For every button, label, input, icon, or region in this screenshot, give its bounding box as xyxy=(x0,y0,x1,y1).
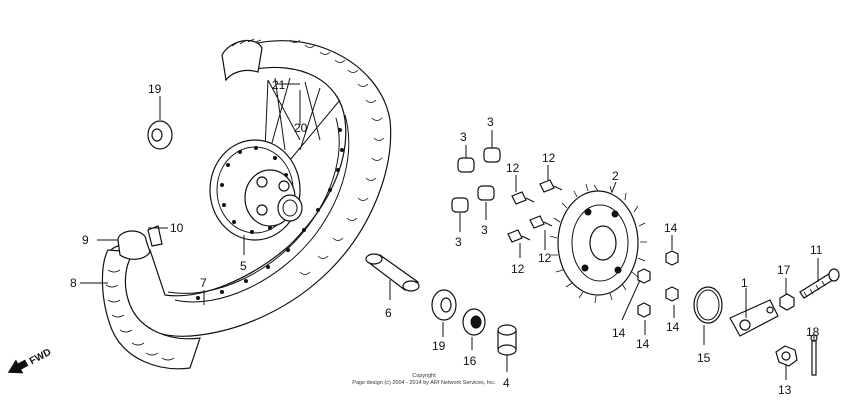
part-labels: 19 21 20 9 10 8 7 5 6 19 16 4 3 3 3 3 12… xyxy=(70,78,823,397)
label-12-a[interactable]: 12 xyxy=(506,161,520,175)
label-10[interactable]: 10 xyxy=(170,221,184,235)
label-12-b[interactable]: 12 xyxy=(542,151,556,165)
label-3-b[interactable]: 3 xyxy=(487,115,494,129)
label-14-a[interactable]: 14 xyxy=(664,221,678,235)
label-12-c[interactable]: 12 xyxy=(511,262,525,276)
adjusting-bolt xyxy=(799,268,840,299)
copyright-line-1: Copyright xyxy=(412,373,436,379)
label-1[interactable]: 1 xyxy=(741,276,748,290)
fwd-arrow: FWD xyxy=(7,347,53,374)
label-6[interactable]: 6 xyxy=(385,306,392,320)
label-4[interactable]: 4 xyxy=(503,376,510,390)
snap-ring xyxy=(693,286,723,324)
label-8[interactable]: 8 xyxy=(70,276,77,290)
label-16[interactable]: 16 xyxy=(463,354,477,368)
bearing-lower xyxy=(431,289,457,321)
nuts xyxy=(637,250,679,318)
label-9[interactable]: 9 xyxy=(82,233,89,247)
bearing-top xyxy=(147,120,173,150)
leader-lines xyxy=(80,83,819,380)
label-14-c[interactable]: 14 xyxy=(666,320,680,334)
label-13[interactable]: 13 xyxy=(778,383,792,397)
oil-seal xyxy=(462,308,486,336)
label-14-d[interactable]: 14 xyxy=(636,337,650,351)
valve-parts xyxy=(117,225,163,260)
label-12-d[interactable]: 12 xyxy=(538,251,552,265)
chain-adjuster xyxy=(729,299,779,337)
driven-sprocket xyxy=(549,183,647,304)
copyright-notice: Copyright Page design (c) 2004 - 2014 by… xyxy=(352,373,496,386)
label-17[interactable]: 17 xyxy=(777,263,791,277)
axle-nut xyxy=(775,345,798,367)
label-20[interactable]: 20 xyxy=(294,121,308,135)
label-19-top[interactable]: 19 xyxy=(148,82,162,96)
label-3-a[interactable]: 3 xyxy=(460,130,467,144)
label-14-b[interactable]: 14 xyxy=(612,326,626,340)
label-2[interactable]: 2 xyxy=(612,169,619,183)
copyright-line-2: Page design (c) 2004 - 2014 by ARI Netwo… xyxy=(352,380,496,386)
damper-rubbers xyxy=(451,147,501,213)
label-15[interactable]: 15 xyxy=(697,351,711,365)
label-19-bottom[interactable]: 19 xyxy=(432,339,446,353)
label-18[interactable]: 18 xyxy=(806,325,820,339)
label-7[interactable]: 7 xyxy=(200,276,207,290)
cotter-pin xyxy=(810,334,818,376)
label-21[interactable]: 21 xyxy=(272,78,286,92)
fwd-label: FWD xyxy=(28,347,53,367)
studs xyxy=(507,179,563,243)
label-3-d[interactable]: 3 xyxy=(481,223,488,237)
collar-tube xyxy=(365,253,420,292)
label-5[interactable]: 5 xyxy=(240,259,247,273)
label-11[interactable]: 11 xyxy=(810,243,823,257)
label-3-c[interactable]: 3 xyxy=(455,235,462,249)
wheel-assembly xyxy=(101,38,392,370)
lock-nut xyxy=(779,293,795,311)
side-collar xyxy=(497,324,517,356)
